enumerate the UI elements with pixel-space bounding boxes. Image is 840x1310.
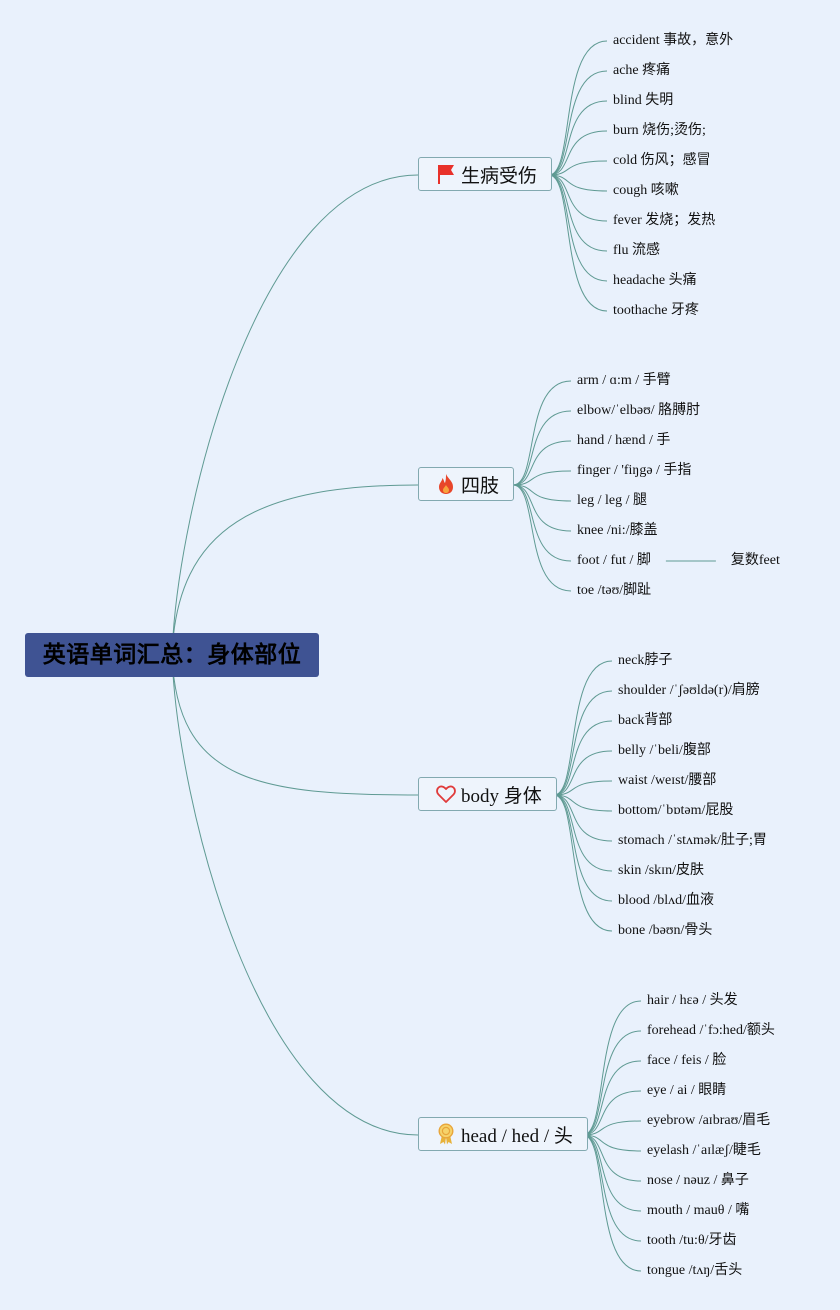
branch-to-leaf-connector [548,160,608,176]
leaf-item[interactable]: back背部 [618,713,673,728]
leaf-item[interactable]: forehead /ˈfɔ:hed/额头 [647,1023,775,1038]
branch-to-leaf-connector [582,1120,642,1136]
branch-to-leaf-connector [548,100,608,176]
branch-to-leaf-connector [512,470,572,486]
leaf-item[interactable]: hair / hεə / 头发 [647,993,738,1008]
leaf-item[interactable]: mouth / mauθ / 嘴 [647,1203,750,1218]
leaf-item[interactable]: skin /skɪn/皮肤 [618,863,704,878]
leaf-item[interactable]: arm / ɑ:m / 手臂 [577,373,671,388]
leaf-item[interactable]: nose / nəuz / 鼻子 [647,1173,749,1188]
leaf-item[interactable]: headache 头痛 [613,273,697,288]
branch-to-leaf-connector [512,440,572,486]
leaf-item[interactable]: bottom/ˈbɒtəm/屁股 [618,803,734,818]
leaf-item[interactable]: toe /təʊ/脚趾 [577,583,652,598]
root-to-branch-connector [171,654,419,796]
branch-to-leaf-connector [548,174,608,252]
leaf-item[interactable]: ache 疼痛 [613,63,671,78]
leaf-item[interactable]: bone /bəʊn/骨头 [618,923,713,938]
branch-to-leaf-connector [582,1060,642,1136]
leaf-item[interactable]: neck脖子 [618,653,673,668]
branch-to-leaf-connector [548,174,608,222]
leaf-item[interactable]: belly /ˈbeli/腹部 [618,743,711,758]
leaf-item[interactable]: face / feis / 脸 [647,1053,727,1068]
leaf-item[interactable]: leg / leg / 腿 [577,493,647,508]
branch-to-leaf-connector [548,174,608,312]
award-ribbon-icon [438,1123,454,1145]
branch-to-leaf-connector [582,1134,642,1152]
branch-to-leaf-connector [582,1134,642,1212]
fire-icon [439,474,453,494]
leaf-item[interactable]: elbow/ˈelbəʊ/ 胳膊肘 [577,403,701,418]
note-label[interactable]: 复数feet [730,553,780,568]
leaf-item[interactable]: cold 伤风；感冒 [613,153,711,168]
branch-to-leaf-connector [512,380,572,486]
branch-to-leaf-connector [582,1000,642,1136]
branch-to-leaf-connector [582,1134,642,1272]
root-topic[interactable]: 英语单词汇总：身体部位 [25,633,319,677]
heart-icon [436,785,456,803]
branch-to-leaf-connector [553,780,613,796]
branch-to-leaf-connector [548,40,608,176]
leaf-item[interactable]: stomach /ˈstʌmək/肚子;胃 [618,833,767,848]
branch-label: body 身体 [461,785,542,807]
leaf-item[interactable]: toothache 牙疼 [613,303,699,318]
branch-to-leaf-connector [553,794,613,872]
branch-to-leaf-connector [553,794,613,842]
branch-to-leaf-connector [512,484,572,532]
branch-to-leaf-connector [512,484,572,562]
branch-to-leaf-connector [548,130,608,176]
leaf-item[interactable]: flu 流感 [613,243,661,258]
leaf-item[interactable]: waist /weɪst/腰部 [618,773,717,788]
branch-to-leaf-connector [553,660,613,796]
branch-to-leaf-connector [553,794,613,812]
leaf-item[interactable]: foot / fut / 脚 [577,553,651,568]
branch-limbs[interactable]: 四肢 [418,467,515,501]
branch-label: head / hed / 头 [461,1125,573,1147]
branch-to-leaf-connector [548,70,608,176]
leaf-item[interactable]: burn 烧伤;烫伤; [613,123,706,138]
red-flag-icon [438,165,454,184]
branch-to-leaf-connector [512,484,572,592]
leaf-item[interactable]: eyebrow /aɪbraʊ/眉毛 [647,1113,771,1128]
branch-to-leaf-connector [582,1134,642,1182]
branch-head[interactable]: head / hed / 头 [418,1117,588,1151]
root-to-branch-connector [171,174,419,656]
leaf-item[interactable]: tongue /tʌŋ/舌头 [647,1263,743,1278]
leaf-item[interactable]: eye / ai / 眼睛 [647,1083,727,1098]
leaf-item[interactable]: knee /ni:/膝盖 [577,523,658,538]
branch-to-leaf-connector [553,720,613,796]
leaf-item[interactable]: blind 失明 [613,93,674,108]
leaf-item[interactable]: finger / 'fiŋgə / 手指 [577,463,692,478]
branch-label: 生病受伤 [461,165,538,187]
leaf-item[interactable]: hand / hænd / 手 [577,433,671,448]
branch-illness-injury[interactable]: 生病受伤 [418,157,553,191]
branch-to-leaf-connector [582,1090,642,1136]
branch-label: 四肢 [461,475,500,497]
branch-to-leaf-connector [553,750,613,796]
root-to-branch-connector [171,484,419,656]
branch-to-leaf-connector [582,1030,642,1136]
branch-to-leaf-connector [548,174,608,192]
leaf-item[interactable]: fever 发烧；发热 [613,213,716,228]
leaf-item[interactable]: accident 事故，意外 [613,33,734,48]
leaf-item[interactable]: eyelash /ˈaɪlæʃ/睫毛 [647,1143,761,1158]
leaf-item[interactable]: tooth /tu:θ/牙齿 [647,1233,737,1248]
branch-body[interactable]: body 身体 [418,777,557,811]
leaf-item[interactable]: cough 咳嗽 [613,183,679,198]
branch-to-leaf-connector [512,410,572,486]
branch-to-leaf-connector [553,794,613,932]
leaf-item[interactable]: blood /blʌd/血液 [618,893,715,908]
branch-to-leaf-connector [512,484,572,502]
branch-to-leaf-connector [553,690,613,796]
root-to-branch-connector [171,654,419,1136]
leaf-item[interactable]: shoulder /ˈʃəʊldə(r)/肩膀 [618,683,760,698]
